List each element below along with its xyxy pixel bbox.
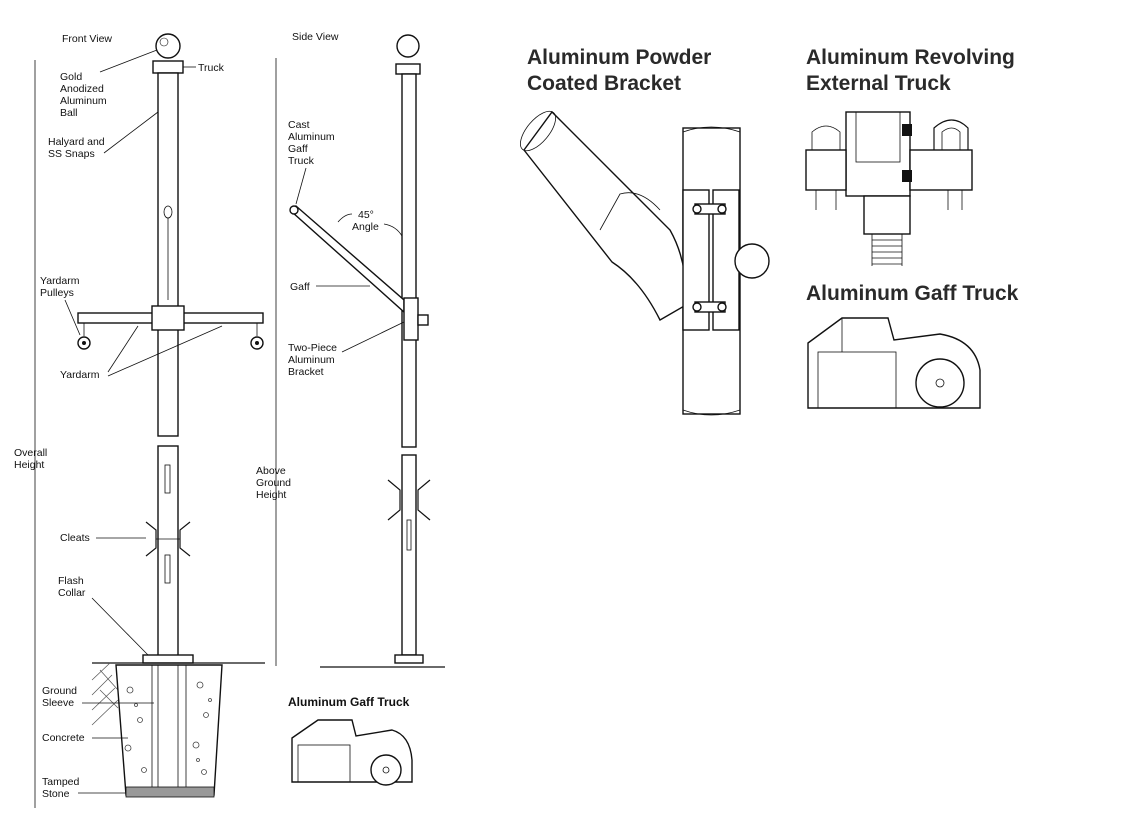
label-ball: Gold Anodized Aluminum Ball xyxy=(60,71,110,119)
label-angle: 45° Angle xyxy=(352,209,379,233)
bracket-detail: Aluminum Powder Coated Bracket xyxy=(520,46,770,416)
label-bracket: Two-Piece Aluminum Bracket xyxy=(288,342,340,378)
label-gaff-truck: Cast Aluminum Gaff Truck xyxy=(288,119,338,167)
small-gaff-truck-title: Aluminum Gaff Truck xyxy=(288,695,410,709)
revolving-truck-title: Aluminum Revolving External Truck xyxy=(806,46,1021,95)
concrete-footing xyxy=(115,664,223,796)
label-truck: Truck xyxy=(198,62,225,74)
label-tamped-stone: Tamped Stone xyxy=(42,776,82,800)
gaff xyxy=(291,204,405,314)
flash-collar xyxy=(142,654,194,664)
label-yardarm: Yardarm xyxy=(60,369,100,381)
side-ball xyxy=(396,34,420,58)
label-cleats: Cleats xyxy=(60,532,90,544)
truck xyxy=(152,60,184,74)
side-upper-pole xyxy=(401,73,417,448)
label-yardarm-pulleys: Yardarm Pulleys xyxy=(40,275,82,299)
label-overall-height: Overall Height xyxy=(14,447,50,471)
large-gaff-truck-wheel xyxy=(915,358,965,408)
tamped-stone-layer xyxy=(125,786,215,798)
large-gaff-truck-detail: Aluminum Gaff Truck xyxy=(806,282,1019,409)
label-concrete: Concrete xyxy=(42,732,85,744)
label-flash-collar: Flash Collar xyxy=(58,575,87,599)
front-view-title: Front View xyxy=(62,33,112,45)
revolving-truck-body xyxy=(845,111,911,197)
front-view: Front View xyxy=(14,33,265,808)
side-view: Side View Cast Aluminum Gaff Truck 45° A… xyxy=(256,31,445,668)
side-lower-pole xyxy=(401,454,417,656)
small-gaff-truck-wheel xyxy=(370,754,402,786)
bracket-knob xyxy=(734,243,770,279)
label-halyard: Halyard and SS Snaps xyxy=(48,136,108,160)
gold-ball xyxy=(155,33,181,59)
bracket-title: Aluminum Powder Coated Bracket xyxy=(527,46,717,95)
large-gaff-truck-title: Aluminum Gaff Truck xyxy=(806,282,1019,305)
revolving-truck-detail: Aluminum Revolving External Truck xyxy=(805,46,1021,266)
lower-pole xyxy=(157,445,179,661)
side-view-title: Side View xyxy=(292,31,339,43)
bracket-tube xyxy=(523,110,687,321)
label-ground-sleeve: Ground Sleeve xyxy=(42,685,80,709)
small-gaff-truck-detail: Aluminum Gaff Truck xyxy=(288,695,413,786)
gaff-bracket xyxy=(403,297,419,341)
label-gaff: Gaff xyxy=(290,281,310,293)
label-above-ground: Above Ground Height xyxy=(256,465,294,501)
